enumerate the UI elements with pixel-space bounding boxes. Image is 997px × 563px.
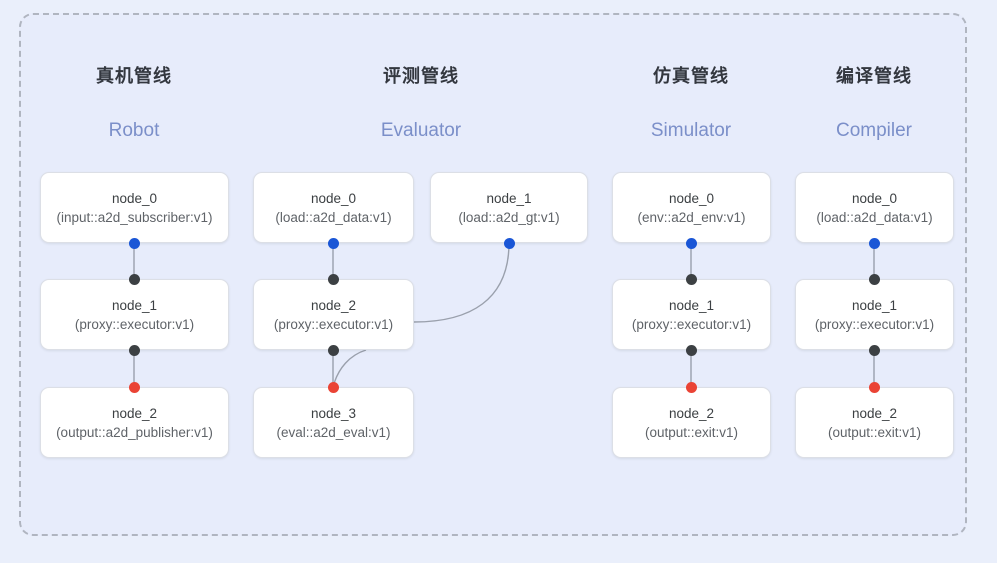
- node-label-name: node_1: [668, 297, 715, 313]
- node-label-name: node_0: [668, 190, 715, 206]
- node-robot-node_2[interactable]: node_2 (output::a2d_publisher:v1): [40, 387, 229, 458]
- node-label-name: node_0: [310, 190, 357, 206]
- node-label-name: node_1: [111, 297, 158, 313]
- port-compiler-node_0-out[interactable]: [869, 238, 880, 249]
- port-simulator-node_1-out[interactable]: [686, 345, 697, 356]
- node-evaluator-node_2[interactable]: node_2 (proxy::executor:v1): [253, 279, 414, 350]
- node-label-name: node_0: [851, 190, 898, 206]
- node-compiler-node_0[interactable]: node_0 (load::a2d_data:v1): [795, 172, 954, 243]
- port-simulator-node_1-in[interactable]: [686, 274, 697, 285]
- node-label-type: (env::a2d_env:v1): [637, 209, 746, 225]
- port-robot-node_0-out[interactable]: [129, 238, 140, 249]
- node-label-type: (load::a2d_data:v1): [816, 209, 933, 225]
- node-label-type: (proxy::executor:v1): [74, 316, 195, 332]
- node-label-type: (load::a2d_gt:v1): [458, 209, 560, 225]
- port-simulator-node_0-out[interactable]: [686, 238, 697, 249]
- node-label-name: node_1: [851, 297, 898, 313]
- node-label-type: (proxy::executor:v1): [631, 316, 752, 332]
- node-label-name: node_2: [111, 405, 158, 421]
- port-compiler-node_1-out[interactable]: [869, 345, 880, 356]
- node-simulator-node_0[interactable]: node_0 (env::a2d_env:v1): [612, 172, 771, 243]
- port-evaluator-node_2-out[interactable]: [328, 345, 339, 356]
- node-label-name: node_3: [310, 405, 357, 421]
- node-compiler-node_2[interactable]: node_2 (output::exit:v1): [795, 387, 954, 458]
- port-evaluator-node_0-out[interactable]: [328, 238, 339, 249]
- node-label-type: (eval::a2d_eval:v1): [276, 424, 391, 440]
- node-robot-node_0[interactable]: node_0 (input::a2d_subscriber:v1): [40, 172, 229, 243]
- node-evaluator-node_3[interactable]: node_3 (eval::a2d_eval:v1): [253, 387, 414, 458]
- node-compiler-node_1[interactable]: node_1 (proxy::executor:v1): [795, 279, 954, 350]
- port-evaluator-node_1-out[interactable]: [504, 238, 515, 249]
- node-label-name: node_1: [486, 190, 532, 206]
- port-robot-node_2-in[interactable]: [129, 382, 140, 393]
- port-compiler-node_1-in[interactable]: [869, 274, 880, 285]
- node-label-type: (output::a2d_publisher:v1): [56, 424, 213, 440]
- node-label-type: (output::exit:v1): [827, 424, 922, 440]
- port-compiler-node_2-in[interactable]: [869, 382, 880, 393]
- port-robot-node_1-out[interactable]: [129, 345, 140, 356]
- node-label-name: node_2: [310, 297, 357, 313]
- port-robot-node_1-in[interactable]: [129, 274, 140, 285]
- port-simulator-node_2-in[interactable]: [686, 382, 697, 393]
- port-evaluator-node_2-in[interactable]: [328, 274, 339, 285]
- node-evaluator-node_0[interactable]: node_0 (load::a2d_data:v1): [253, 172, 414, 243]
- node-simulator-node_1[interactable]: node_1 (proxy::executor:v1): [612, 279, 771, 350]
- node-robot-node_1[interactable]: node_1 (proxy::executor:v1): [40, 279, 229, 350]
- node-label-type: (output::exit:v1): [644, 424, 739, 440]
- port-evaluator-node_3-in[interactable]: [328, 382, 339, 393]
- node-label-type: (proxy::executor:v1): [814, 316, 935, 332]
- node-label-name: node_2: [851, 405, 898, 421]
- node-label-type: (input::a2d_subscriber:v1): [56, 209, 213, 225]
- node-simulator-node_2[interactable]: node_2 (output::exit:v1): [612, 387, 771, 458]
- node-evaluator-node_1[interactable]: node_1 (load::a2d_gt:v1): [430, 172, 588, 243]
- node-label-type: (proxy::executor:v1): [273, 316, 394, 332]
- node-label-type: (load::a2d_data:v1): [275, 209, 392, 225]
- node-label-name: node_2: [668, 405, 715, 421]
- node-label-name: node_0: [111, 190, 158, 206]
